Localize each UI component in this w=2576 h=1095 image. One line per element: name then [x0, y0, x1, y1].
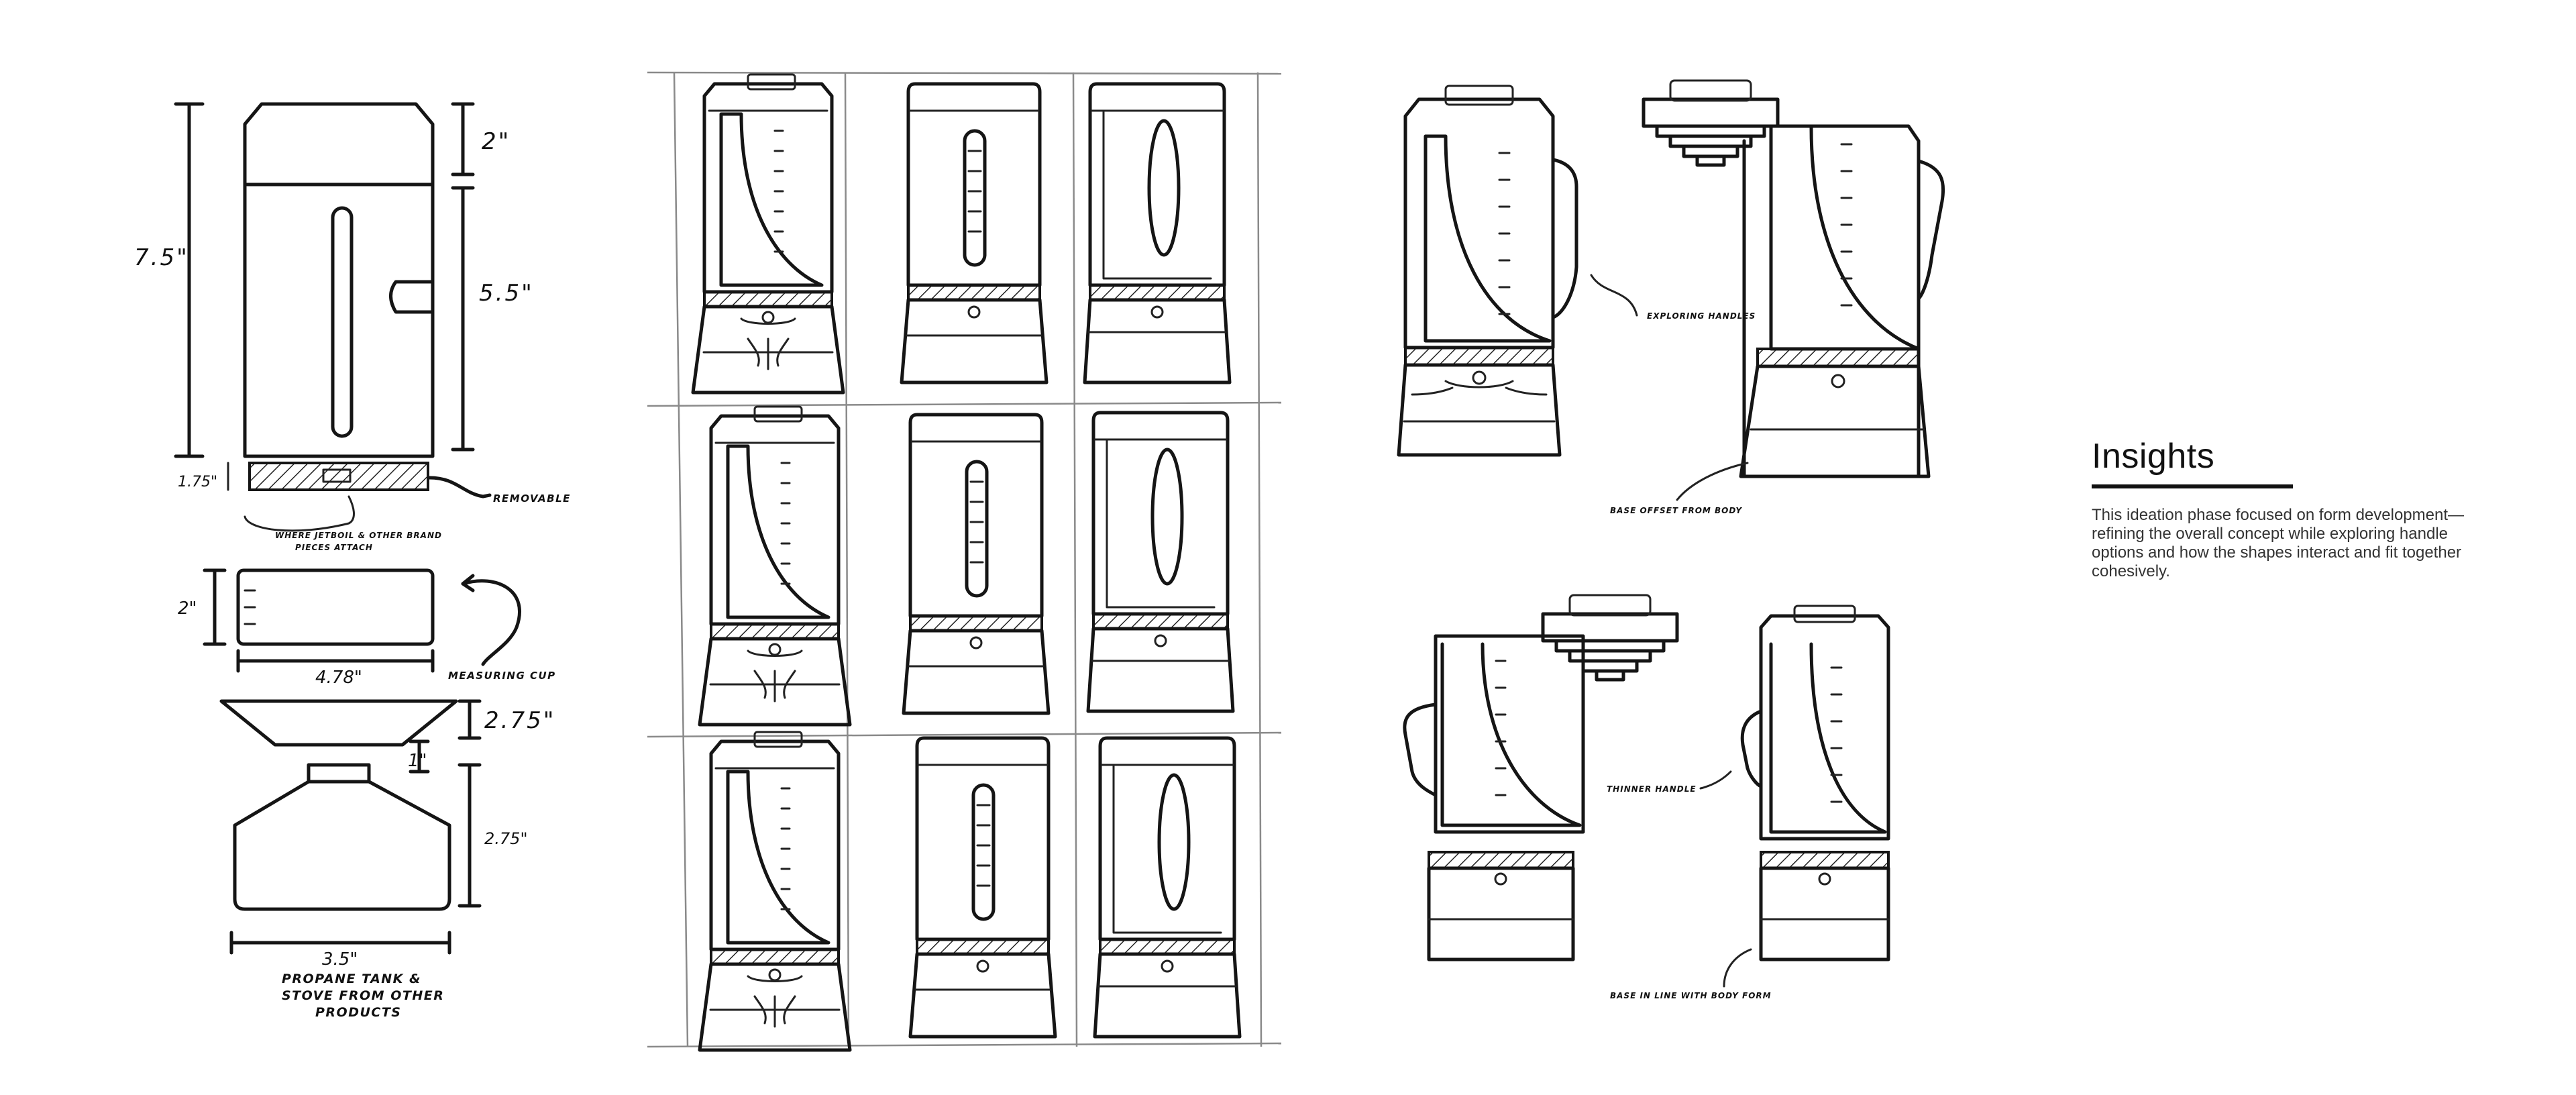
label-thinner-handle: THINNER HANDLE	[1607, 784, 1697, 794]
label-base-offset: BASE OFFSET FROM BODY	[1610, 506, 1742, 515]
label-propane-1: PROPANE TANK &	[282, 972, 421, 986]
dimension-drawings	[174, 102, 522, 955]
label-base-inline: BASE IN LINE WITH BODY FORM	[1610, 991, 1772, 1000]
dim-base-height: 1.75"	[178, 474, 217, 490]
label-propane-3: PRODUCTS	[315, 1005, 402, 1020]
dim-stove-width: 3.5"	[322, 949, 358, 970]
insights-panel: Insights This ideation phase focused on …	[2092, 436, 2467, 581]
dim-cup-height: 2"	[178, 598, 197, 619]
label-exploring-handles: EXPLORING HANDLES	[1647, 311, 1756, 321]
label-jetboil-2: PIECES ATTACH	[295, 543, 373, 552]
dim-total-height: 7.5"	[134, 244, 189, 271]
variant-grid	[647, 71, 1282, 1050]
label-removable: REMOVABLE	[493, 492, 571, 505]
dimension-labels: 7.5" 2" 5.5" 1.75" REMOVABLE WHERE JETBO…	[134, 128, 571, 1020]
insights-title: Insights	[2092, 437, 2215, 476]
label-jetboil-1: WHERE JETBOIL & OTHER BRAND	[275, 531, 442, 540]
dim-cup-width: 4.78"	[315, 668, 362, 688]
handle-exploration: EXPLORING HANDLES BASE OFFSET FROM BODY …	[1399, 81, 1945, 1000]
dim-body-height: 5.5"	[479, 280, 534, 307]
label-measuring-cup: MEASURING CUP	[448, 670, 556, 682]
dim-lid-height: 2"	[482, 128, 511, 155]
insights-body: This ideation phase focused on form deve…	[2092, 506, 2464, 580]
dim-stove-neck: 1"	[408, 751, 427, 771]
label-propane-2: STOVE FROM OTHER	[282, 988, 444, 1003]
dim-stove-top: 2.75"	[484, 707, 555, 734]
dim-stove-bottom: 2.75"	[484, 829, 527, 848]
insights-divider	[2092, 484, 2293, 488]
